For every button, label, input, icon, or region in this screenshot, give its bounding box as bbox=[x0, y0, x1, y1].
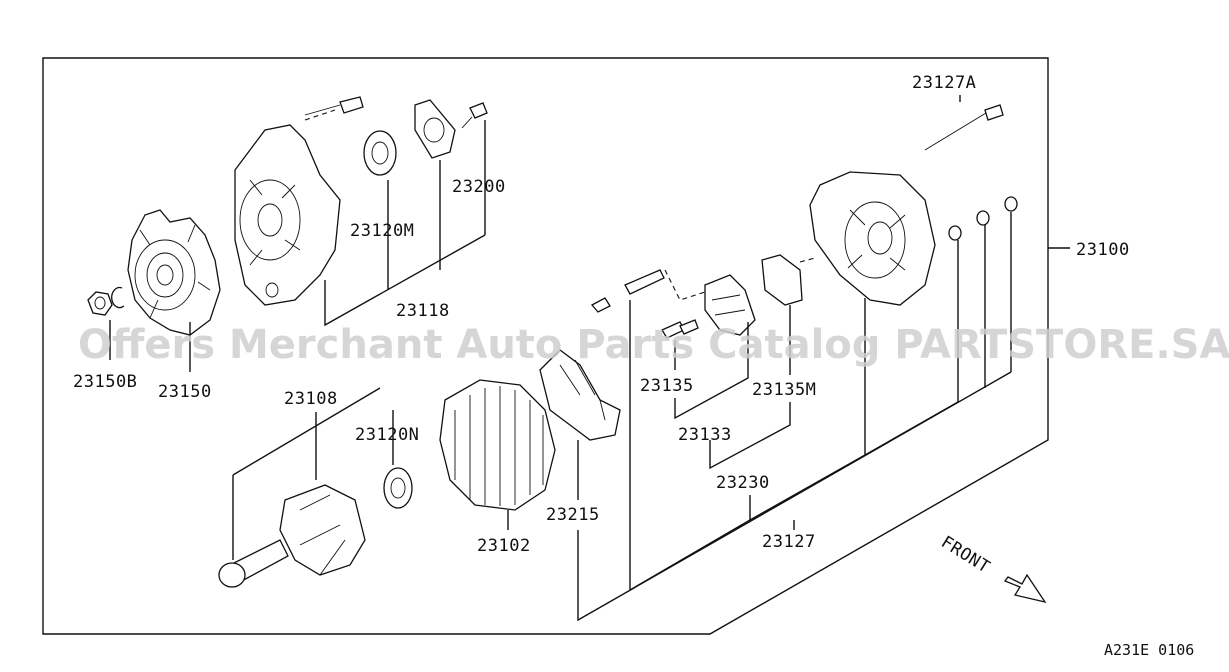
assembly-dash-line bbox=[664, 269, 706, 301]
diagram-code: A231E 0106 bbox=[1104, 641, 1194, 659]
assembly-dash-line bbox=[799, 257, 816, 263]
label-23127: 23127 bbox=[762, 532, 816, 552]
label-23150B: 23150B bbox=[73, 372, 137, 392]
rectifier-part[interactable] bbox=[539, 349, 621, 441]
label-23118: 23118 bbox=[396, 301, 450, 321]
leader-lines bbox=[109, 95, 1070, 622]
label-23215: 23215 bbox=[546, 505, 600, 525]
assembly-dash-line bbox=[304, 109, 336, 121]
label-23200: 23200 bbox=[452, 177, 506, 197]
label-23133: 23133 bbox=[678, 425, 732, 445]
through-bolt-front[interactable] bbox=[304, 96, 364, 116]
through-bolt-rear[interactable] bbox=[924, 104, 1004, 151]
front-direction-indicator: FRONT bbox=[937, 532, 1047, 604]
label-23120N: 23120N bbox=[355, 425, 419, 445]
label-23100: 23100 bbox=[1076, 240, 1130, 260]
pulley-nut[interactable] bbox=[87, 291, 113, 316]
rear-bearing[interactable] bbox=[383, 467, 413, 509]
regulator-part[interactable] bbox=[761, 254, 803, 306]
label-23102: 23102 bbox=[477, 536, 531, 556]
stator-part[interactable] bbox=[439, 379, 556, 511]
pulley-part[interactable] bbox=[127, 209, 221, 336]
brush-pieces[interactable] bbox=[661, 319, 699, 339]
label-23230: 23230 bbox=[716, 473, 770, 493]
rear-washers[interactable] bbox=[948, 196, 1018, 241]
rear-cover-part[interactable] bbox=[809, 171, 936, 306]
rotor-part[interactable] bbox=[218, 484, 366, 588]
front-arrow-icon bbox=[1003, 573, 1047, 604]
label-23120M: 23120M bbox=[350, 221, 414, 241]
front-label: FRONT bbox=[937, 532, 993, 577]
label-23135M: 23135M bbox=[752, 380, 816, 400]
label-23108: 23108 bbox=[284, 389, 338, 409]
assembly-frame bbox=[42, 57, 1049, 635]
label-23150: 23150 bbox=[158, 382, 212, 402]
retainer-screw[interactable] bbox=[461, 102, 488, 129]
front-bracket-part[interactable] bbox=[234, 124, 341, 306]
front-bearing[interactable] bbox=[363, 130, 397, 176]
label-23127A: 23127A bbox=[912, 73, 976, 93]
watermark: Offers Merchant Auto Parts Catalog PARTS… bbox=[78, 322, 1229, 368]
label-23135: 23135 bbox=[640, 376, 694, 396]
spring-washer[interactable] bbox=[111, 286, 125, 309]
bearing-retainer[interactable] bbox=[414, 99, 456, 159]
terminal-bolt[interactable] bbox=[590, 269, 665, 313]
